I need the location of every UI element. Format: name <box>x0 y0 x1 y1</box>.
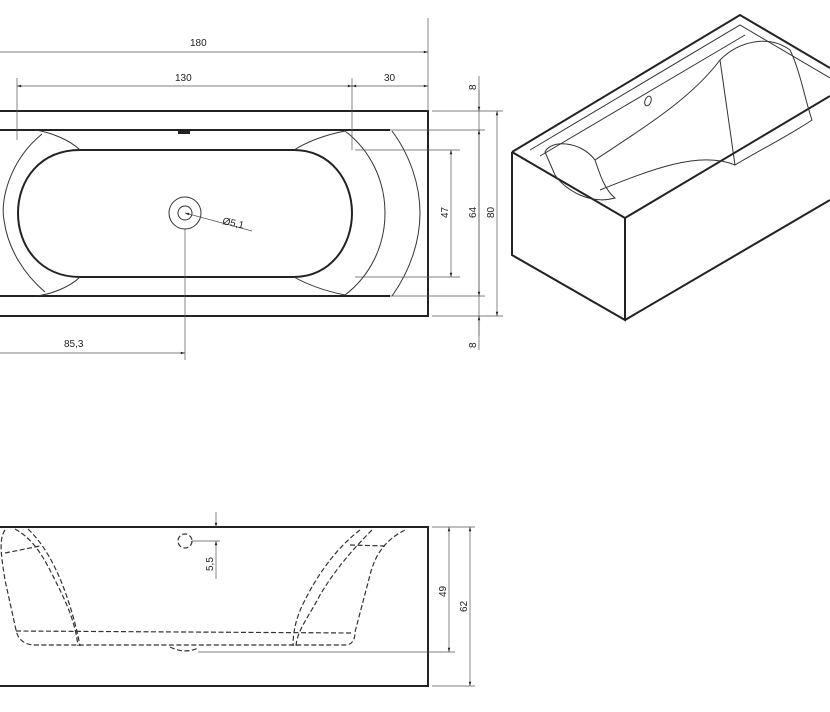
dim-bottom-width: 47 <box>440 206 451 218</box>
dim-overflow-offset: 5,5 <box>205 557 216 571</box>
top-view: Ø5,1 180 130 30 47 8 64 8 80 85,3 <box>0 18 503 360</box>
right-rim-arc <box>391 130 421 297</box>
dim-end-offset: 30 <box>384 73 396 84</box>
dim-drain-position: 85,3 <box>64 339 84 350</box>
side-view: 5,5 49 62 <box>0 512 475 687</box>
dim-rim-bottom: 8 <box>468 342 479 348</box>
tub-outline-top <box>0 110 429 317</box>
iso-backrest-front <box>544 143 617 201</box>
overflow-hole-icon <box>177 533 193 549</box>
dim-inner-length: 130 <box>175 73 192 84</box>
drain-inner-icon <box>177 205 193 221</box>
dim-rim-top: 8 <box>468 84 479 90</box>
dim-overall-length: 180 <box>190 38 207 49</box>
right-backrest <box>293 130 386 296</box>
iso-box-faces <box>511 152 830 322</box>
tub-interior-hidden <box>0 529 406 646</box>
iso-backrest-back <box>719 40 813 166</box>
iso-overflow-icon <box>644 95 652 107</box>
left-backrest-bottom <box>34 276 81 297</box>
dim-inner-depth: 49 <box>438 585 449 597</box>
dim-overall-width: 80 <box>486 206 497 218</box>
isometric-view <box>511 13 830 322</box>
dim-overall-height: 62 <box>459 600 470 612</box>
drain-leader <box>184 212 253 232</box>
tub-outline-side <box>0 526 429 687</box>
left-backrest-top <box>34 129 81 151</box>
drain-diameter-label: Ø5,1 <box>221 216 245 231</box>
overflow-mark <box>178 130 190 134</box>
dim-inner-width: 64 <box>468 206 479 218</box>
left-backrest-arc <box>2 133 46 293</box>
